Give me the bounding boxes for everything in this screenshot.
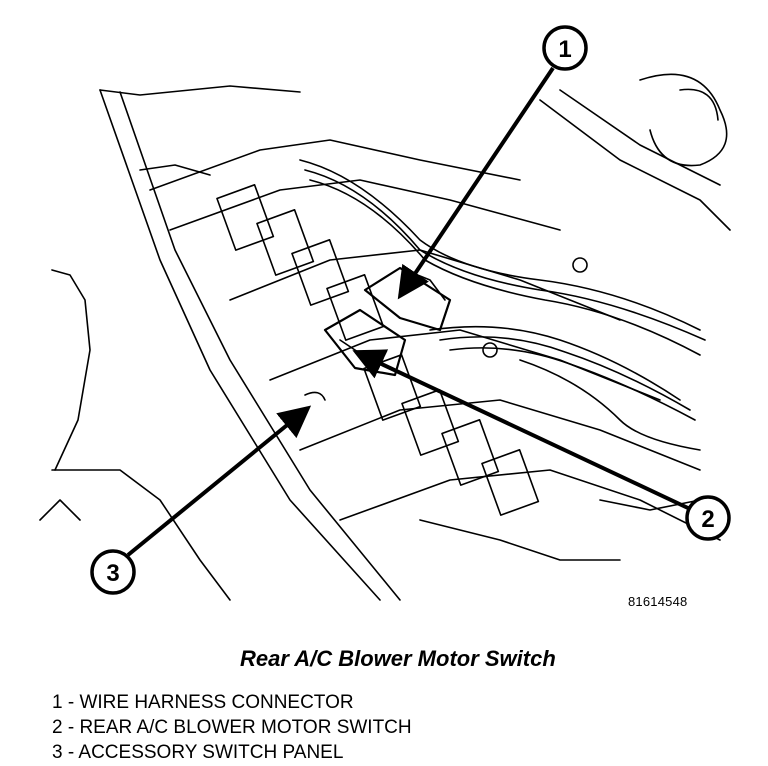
legend-item-2: 2 - REAR A/C BLOWER MOTOR SWITCH — [52, 717, 412, 738]
callout-3: 3 — [90, 549, 136, 595]
legend-item-3: 3 - ACCESSORY SWITCH PANEL — [52, 742, 344, 763]
callout-2: 2 — [685, 495, 731, 541]
leader-arrow-1 — [397, 66, 555, 300]
callout-2-number: 2 — [701, 506, 714, 533]
callout-1: 1 — [542, 25, 588, 71]
panel-line-art — [39, 73, 731, 601]
callout-3-number: 3 — [106, 560, 119, 587]
figure-caption: Rear A/C Blower Motor Switch — [240, 646, 556, 671]
leader-arrow-3 — [126, 405, 312, 557]
line-drawing-diagram: 1 2 3 — [39, 25, 731, 601]
legend-list: 1 - WIRE HARNESS CONNECTOR 2 - REAR A/C … — [52, 690, 412, 765]
legend-item-1: 1 - WIRE HARNESS CONNECTOR — [52, 692, 354, 713]
callout-1-number: 1 — [558, 36, 571, 63]
leader-arrow-2 — [352, 349, 689, 510]
figure-id-label: 81614548 — [628, 594, 688, 609]
